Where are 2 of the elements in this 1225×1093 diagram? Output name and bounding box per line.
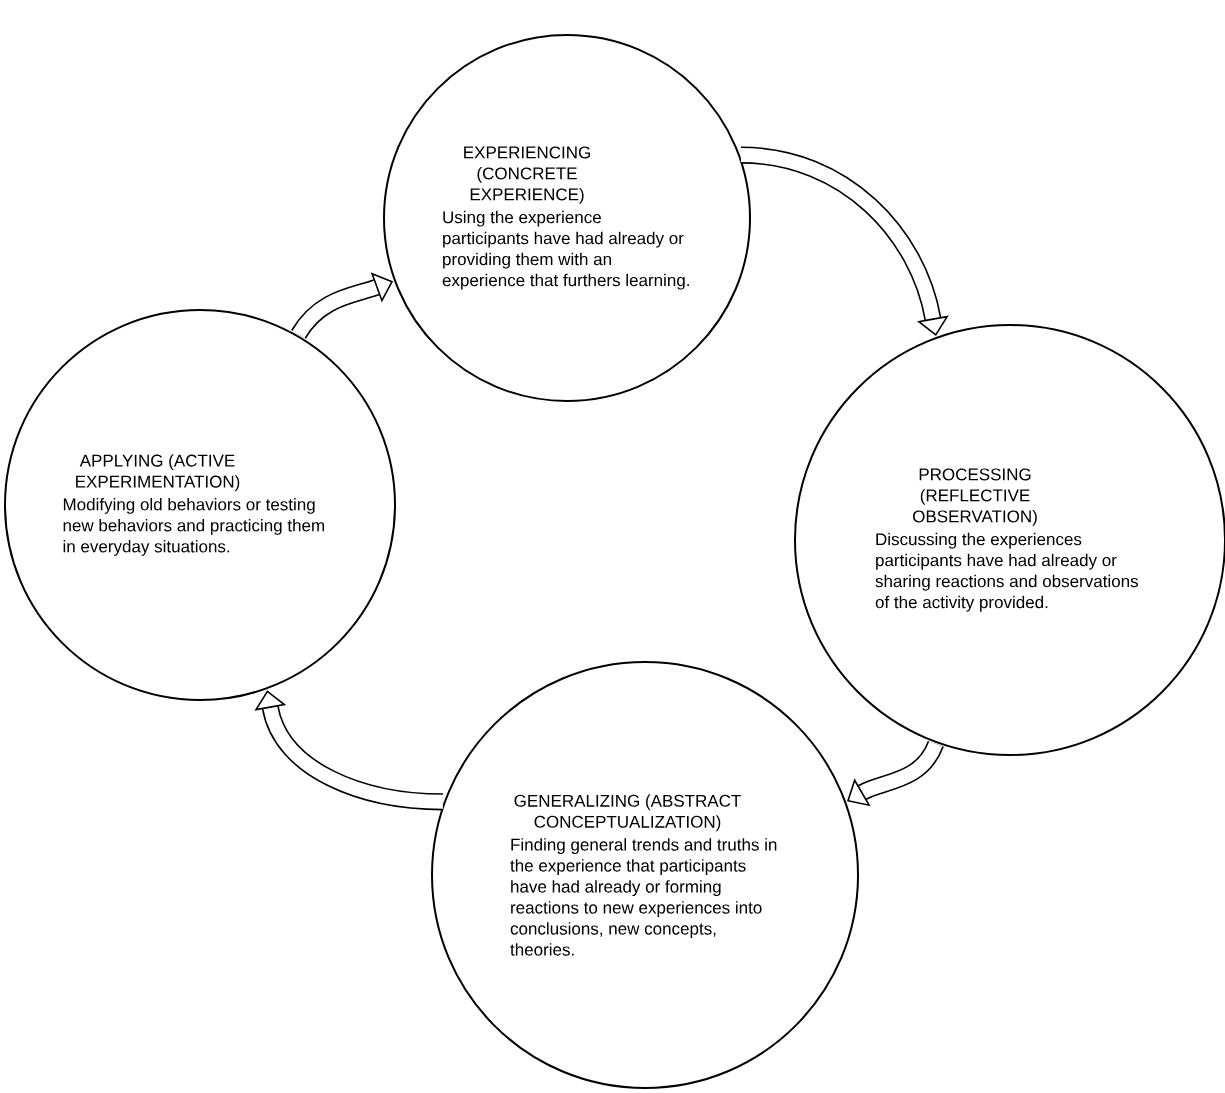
curved-arrow [254, 690, 444, 811]
curved-arrow [847, 740, 944, 807]
